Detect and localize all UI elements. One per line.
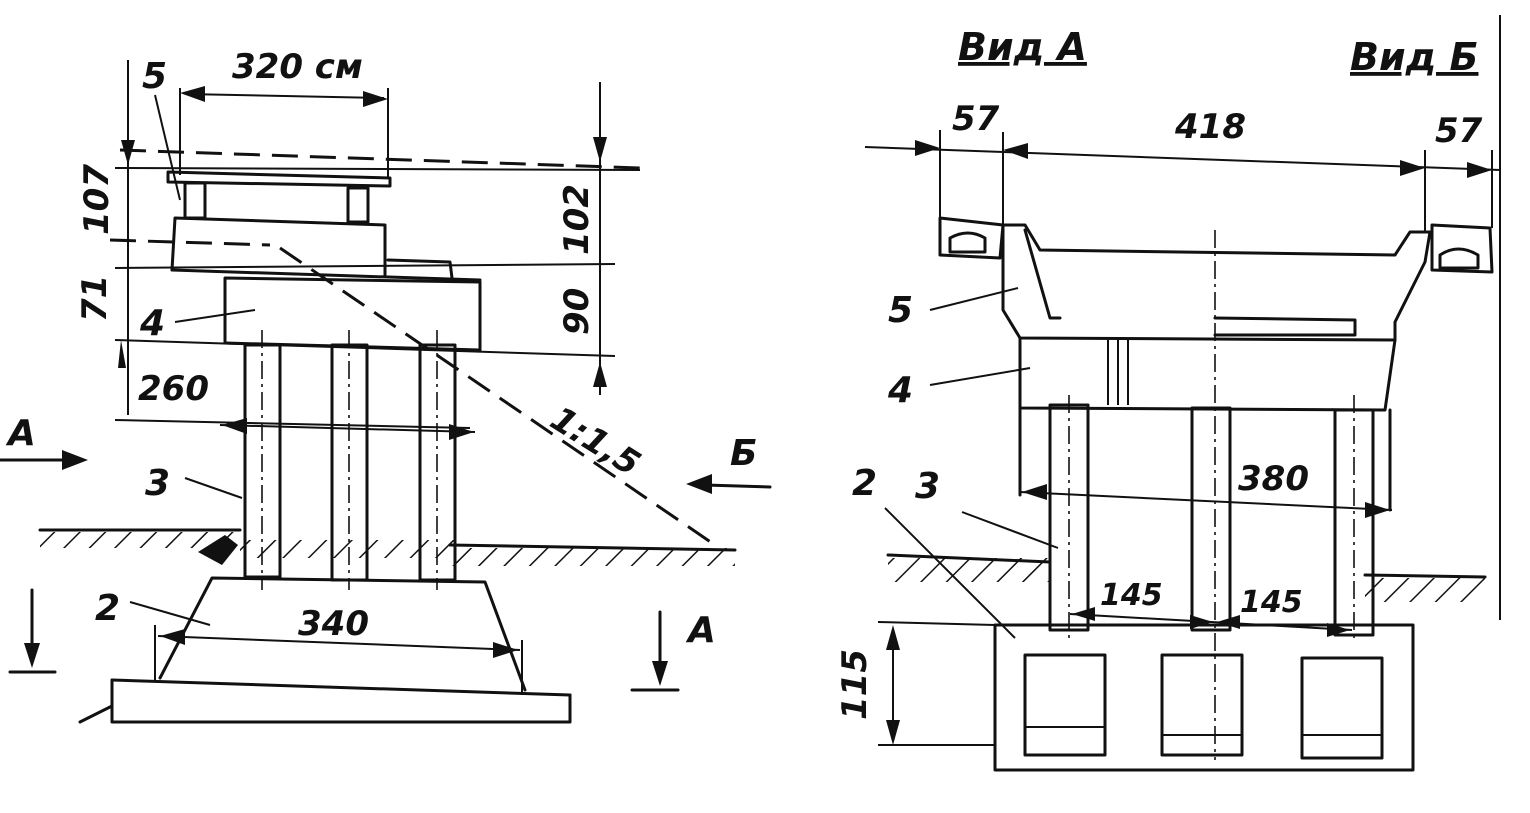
right-crossbeam (1018, 336, 1397, 412)
right-pier-outline (1018, 406, 1392, 512)
section-mark-label-a: А (685, 610, 716, 651)
dim-spacing-right: 145 (1240, 585, 1303, 620)
part-number-5-left: 5 (142, 56, 167, 97)
left-view-arrows (0, 450, 772, 692)
left-elevation-view: 320 см 107 102 71 90 260 340 1:1,5 5 4 3… (0, 47, 772, 724)
right-front-view: Вид А Вид Б 57 418 57 380 145 145 115 5 … (835, 15, 1501, 772)
dim-right-upper-height: 102 (557, 184, 597, 255)
right-columns (1048, 230, 1375, 760)
dim-spacing-left: 145 (1100, 578, 1163, 613)
left-crossbeam (223, 276, 482, 352)
dim-right-lower-height: 90 (557, 288, 597, 335)
part-number-2-left: 2 (95, 588, 120, 629)
view-arrow-label-a: А (5, 413, 36, 454)
dim-pier-width: 380 (1238, 459, 1309, 499)
dim-footing-width: 340 (298, 604, 369, 644)
dim-left-upper-height: 107 (77, 164, 117, 235)
slope-ratio-label: 1:1,5 (543, 399, 647, 485)
left-slope-line (279, 246, 716, 547)
view-b-title: Вид Б (1350, 35, 1478, 79)
left-reference-lines (109, 148, 641, 429)
part-number-5-right: 5 (888, 290, 913, 331)
part-number-2-right: 2 (852, 463, 877, 504)
right-footing (993, 623, 1415, 772)
right-superstructure (938, 216, 1494, 342)
dim-footing-height: 115 (835, 649, 875, 720)
dim-crossbeam-width: 260 (138, 369, 209, 409)
view-arrow-label-b: Б (730, 433, 757, 474)
dim-right-overhang: 57 (1435, 111, 1483, 151)
dim-top-width: 320 см (232, 47, 363, 87)
right-leaders (884, 287, 1059, 639)
part-number-4-right: 4 (887, 370, 913, 411)
part-number-4-left: 4 (139, 303, 165, 344)
view-a-title: Вид А (958, 25, 1087, 69)
right-ground (886, 553, 1487, 602)
dim-left-overhang: 57 (952, 99, 1000, 139)
dim-span-width: 418 (1174, 107, 1246, 147)
right-dimension-lines (864, 15, 1501, 746)
left-leaders (129, 94, 256, 626)
left-superstructure (166, 170, 482, 282)
part-number-3-left: 3 (145, 463, 170, 504)
part-number-3-right: 3 (915, 466, 940, 507)
dim-left-lower-height: 71 (75, 275, 115, 322)
left-ground (38, 528, 737, 566)
left-dimension-lines (118, 60, 607, 695)
